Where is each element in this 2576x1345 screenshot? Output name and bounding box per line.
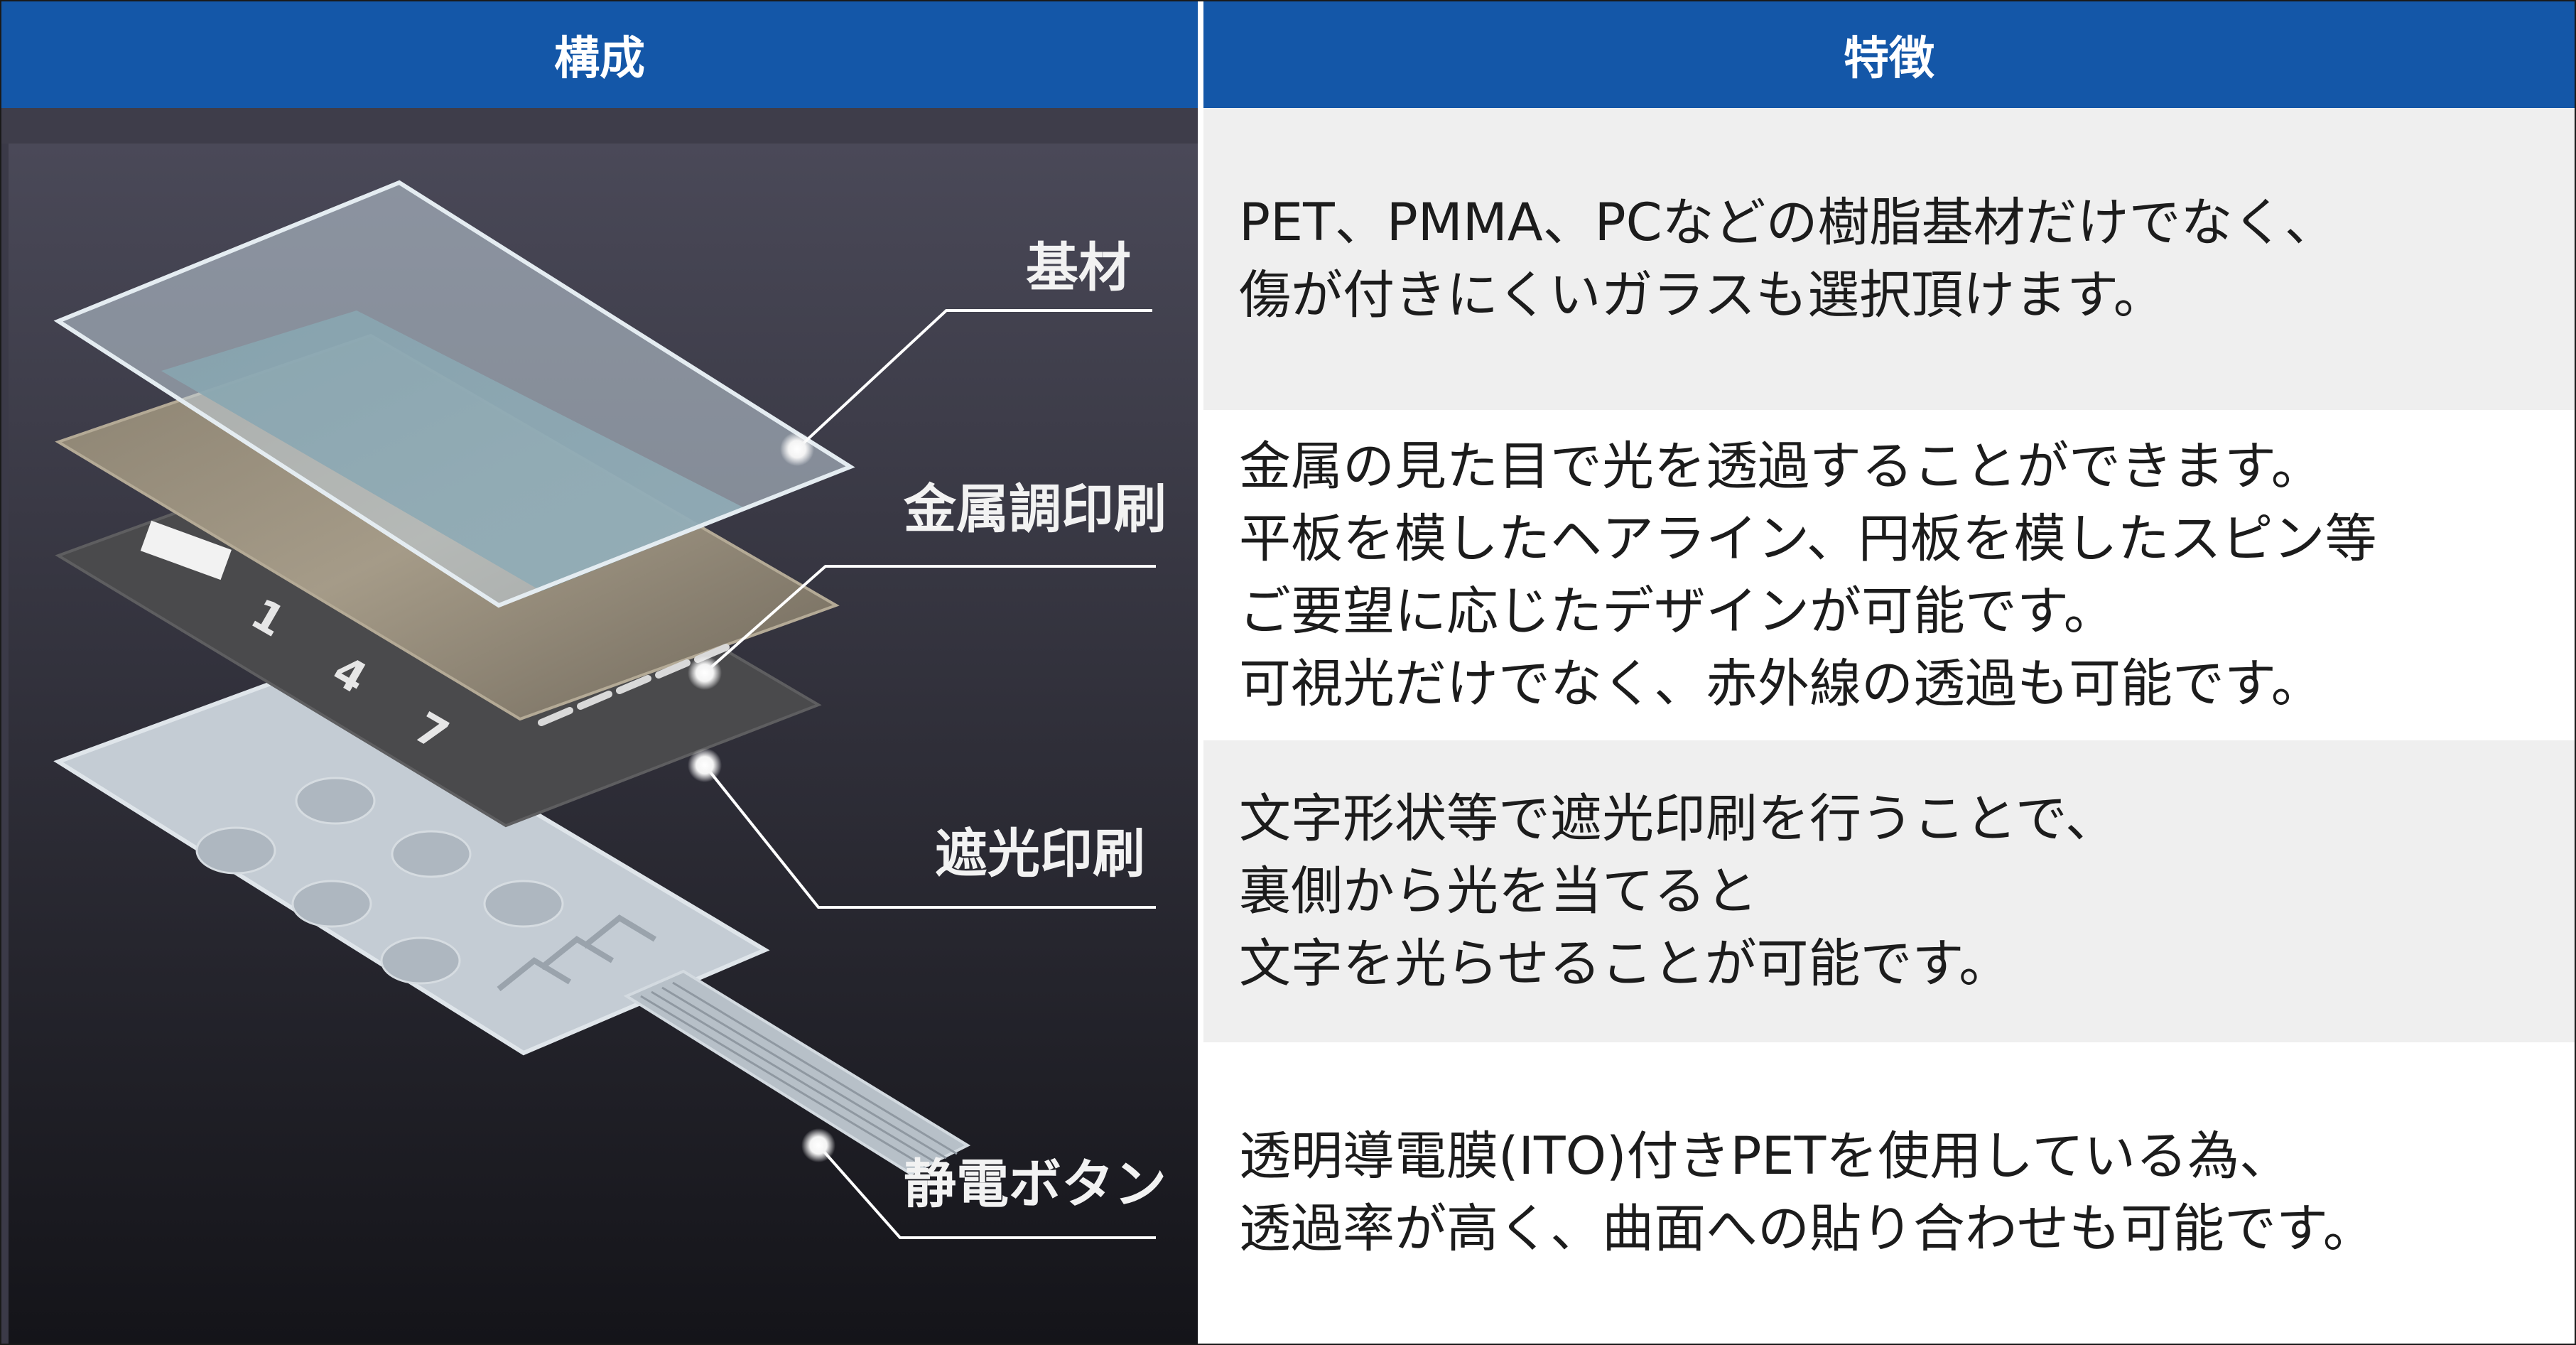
layer-illustration: 1 4 7 [1, 108, 1198, 1344]
feature-line: 可視光だけでなく、赤外線の透過も可能です。 [1239, 653, 2323, 714]
label-metal: 金属調印刷 [904, 479, 1167, 540]
feature-row-button: 透明導電膜(ITO)付きPETを使用している為、 透過率が高く、曲面への貼り合わ… [1203, 1042, 2575, 1344]
leader-dot-button [801, 1128, 835, 1162]
leader-dot-metal [688, 656, 722, 690]
feature-row-shield: 文字形状等で遮光印刷を行うことで、 裏側から光を当てると 文字を光らせることが可… [1203, 740, 2575, 1042]
feature-line: 平板を模したヘアライン、円板を模したスピン等 [1239, 508, 2377, 569]
feature-line: 文字を光らせることが可能です。 [1239, 933, 2011, 994]
base-material-layer [53, 180, 855, 608]
leader-line-metal [703, 565, 1156, 674]
leader-dot-shield [688, 748, 722, 782]
electrostatic-button-sheet [53, 670, 971, 1176]
column-divider [1198, 1, 1203, 1344]
leader-dot-base [780, 432, 814, 466]
feature-line: 文字形状等で遮光印刷を行うことで、 [1239, 788, 2117, 849]
leader-line-button [817, 1144, 1156, 1239]
header-features: 特徴 [1203, 1, 2575, 108]
feature-line: 裏側から光を当てると [1239, 860, 1758, 922]
header-composition: 構成 [1, 1, 1198, 108]
feature-line: 傷が付きにくいガラスも選択頂けます。 [1239, 264, 2165, 325]
leader-line-base [796, 309, 1152, 450]
label-shield: 遮光印刷 [935, 823, 1145, 885]
feature-row-base: PET、PMMA、PCなどの樹脂基材だけでなく、 傷が付きにくいガラスも選択頂け… [1203, 108, 2575, 410]
feature-row-metal: 金属の見た目で光を透過することができます。 平板を模したヘアライン、円板を模した… [1203, 410, 2575, 740]
label-base: 基材 [1026, 237, 1131, 298]
feature-line: 透過率が高く、曲面への貼り合わせも可能です。 [1239, 1199, 2375, 1259]
feature-line: 金属の見た目で光を透過することができます。 [1239, 436, 2323, 497]
feature-line: ご要望に応じたデザインが可能です。 [1239, 580, 2116, 642]
leader-line-shield [703, 764, 1156, 909]
feature-line: 透明導電膜(ITO)付きPETを使用している為、 [1239, 1126, 2292, 1187]
label-button: 静電ボタン [904, 1154, 1167, 1215]
feature-line: PET、PMMA、PCなどの樹脂基材だけでなく、 [1239, 192, 2337, 253]
